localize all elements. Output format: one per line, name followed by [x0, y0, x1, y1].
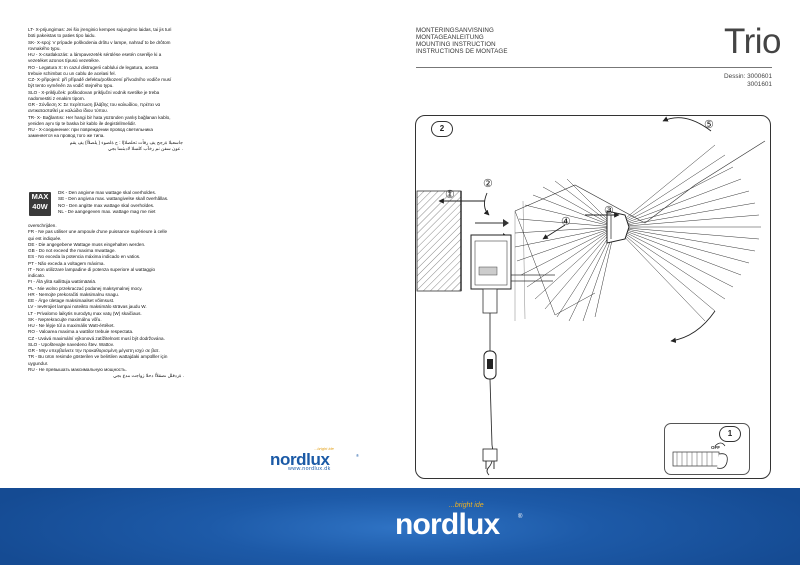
wattage-line: GB - Do not exceed the maxima mwattage. — [28, 248, 116, 253]
wattage-line: DK - Den angivne max wattage skal overho… — [58, 190, 157, 195]
instruction-heading: MOUNTING INSTRUCTION — [416, 41, 496, 48]
design-number-2: 3001601 — [747, 80, 772, 88]
wattage-warnings-top: DK - Den angivne max wattage skal overho… — [58, 190, 184, 215]
switch-detail-icon — [672, 442, 728, 469]
warning-line: TR- X- Bağlantısı: Her hangi bir hata yü… — [28, 114, 171, 120]
warning-line-arabic: . عون سفن نم رخآب كلسلا لادبتسا بجي — [108, 145, 183, 151]
warning-line: SLO - X-priključek: poškodovan priključn… — [28, 89, 160, 95]
mounting-diagram — [416, 116, 766, 476]
warning-line-arabic: جاسعبلا ةرجح يف رقأت تحلصلاإا : ح ةلصوء … — [69, 139, 183, 145]
lamp-shade-icon — [514, 140, 766, 322]
logo-wordmark: nordlux — [395, 508, 500, 541]
wattage-line: PT - Não exceda a voltagem máxima. — [28, 260, 105, 266]
wattage-line: qui est indiquée. — [28, 235, 62, 241]
warning-line: yeniden aynı tip te baska bir kablo ile … — [28, 120, 137, 126]
step-number-2: 2 — [431, 121, 453, 137]
logo-wordmark: nordlux — [270, 450, 330, 469]
arrow-2-icon — [483, 192, 490, 216]
wattage-line: uygundur. — [28, 360, 49, 366]
wattage-line: ES - No exceda la potencia máxima indica… — [28, 254, 141, 260]
wattage-line: RU - Не превышать максимальную мощность. — [28, 366, 127, 372]
callout-4: ④ — [561, 216, 571, 228]
wattage-line: LT - Privalomo laikytis nurodytų max vat… — [28, 310, 142, 316]
instruction-heading: INSTRUCTIONS DE MONTAGE — [416, 48, 508, 55]
logo-tagline: ...bright ide — [314, 446, 334, 451]
wattage-line: indicato. — [28, 273, 46, 278]
warning-line: заменяется на провод того же типа. — [28, 133, 105, 139]
wattage-line: NL - De aangegeven max. wattage mag me n… — [58, 208, 156, 214]
warning-line: SK- X-spoj: V prípade poškodenia drôtu v… — [28, 39, 171, 45]
wattage-line: overschrijden. — [28, 223, 57, 228]
logo-url: www.nordlux.dk — [288, 466, 331, 472]
callout-3: ③ — [604, 205, 614, 217]
plug-icon — [482, 448, 498, 469]
max-wattage-badge: MAX 40W — [29, 192, 51, 216]
warning-line: HU - X-csatlakozás: a lámpavezeték sérül… — [28, 52, 162, 57]
wattage-line: NO - Den angitte max wattage skal overho… — [58, 202, 155, 208]
nordlux-logo-large: ...bright ide nordlux ® — [395, 500, 535, 550]
cable-replacement-warnings: LT- X-prijungimas: Jei šio įrenginio kem… — [28, 27, 183, 152]
wattage-line: SE - Den angivna max. wattangivelse skal… — [58, 196, 169, 202]
warning-line: GR - Σύνδεση X: Σε περίπτωση βλάβης του … — [28, 102, 161, 107]
warning-line: nadomestiti z enakim tipom. — [28, 95, 85, 101]
header-divider — [416, 67, 772, 68]
warning-line: RU - X-соединение: при повреждении прово… — [28, 127, 153, 132]
wattage-line: DE - Die angegebene Wattage muss eingeha… — [28, 241, 146, 247]
warning-line: být tento vyměněn za vodič stejného typu… — [28, 83, 114, 89]
warning-line: vezetéket azonos típusú vezetékre. — [28, 58, 101, 64]
wall-icon — [416, 190, 462, 292]
step-number-1: 1 — [719, 426, 741, 442]
off-label: OFF — [711, 445, 720, 450]
wattage-line: SLO - Upoštevajte navedeno štev. Wattov. — [28, 341, 114, 347]
arrow-4-icon — [542, 224, 566, 240]
callout-1: ① — [445, 189, 455, 201]
registered-mark-icon: ® — [518, 514, 523, 520]
registered-mark-icon: ® — [356, 453, 359, 458]
wattage-line: TR - Bu ürün resimde gösterilen ve belir… — [28, 354, 168, 360]
warning-line: rovnakého typu. — [28, 45, 61, 51]
warning-line: LT- X-prijungimas: Jei šio įrenginio kem… — [28, 27, 172, 32]
wattage-line: LV - Ievērojiet lampai noteikto maksimāl… — [28, 304, 147, 310]
nordlux-logo-small: ...bright ide nordlux ® www.nordlux.dk — [270, 446, 360, 472]
wattage-line: IT - Non utilizzare lampadine di potenza… — [28, 266, 156, 272]
wattage-line-arabic: . ةردقلل ىصقلأا دحلا زواجت مدع بجي — [113, 373, 184, 378]
brand-footer-band — [0, 488, 800, 565]
warning-line: būti pakeistas to paties tipo laidu. — [28, 33, 96, 39]
wattage-line: FR - Ne pas utiliser une ampoule d'une p… — [28, 229, 168, 235]
design-label: Dessin: 3000601 — [724, 73, 772, 80]
wattage-line: HU - Ne lépje túl a maximális Watt-érték… — [28, 323, 115, 328]
wattage-line: CZ - Uvává maximální výkonová zatížiteln… — [28, 335, 165, 341]
max-badge-line2: 40W — [32, 202, 48, 211]
wattage-warnings-bottom: overschrijden. FR - Ne pas utiliser une … — [28, 223, 184, 379]
lamp-cap-icon — [606, 210, 630, 244]
driver-box-icon — [470, 234, 555, 290]
design-numbers: Dessin: 3000601 3001601 — [716, 73, 772, 88]
wattage-line: PL - Nie wolno przekraczać podanej maksy… — [28, 285, 143, 291]
wattage-line: GR - Μην υπερβαίνετε την προκαθορισμένη … — [28, 348, 160, 353]
product-title: Trio — [724, 22, 781, 61]
warning-line: αντικατασταθεί με καλώδιο ίδιου τύπου. — [28, 108, 109, 114]
wattage-line: SK - Neprekracujte maximálnu vôľu. — [28, 316, 102, 322]
wattage-line: HR - Nemojte prekoračiti maksimalnu snag… — [28, 291, 120, 297]
instruction-heading: MONTAGEANLEITUNG — [416, 34, 484, 41]
warning-line: RO - Legatura X: In cazul distrugerii ca… — [28, 64, 159, 70]
instruction-headings: MONTERINGSANVISNING MONTAGEANLEITUNG MOU… — [416, 27, 508, 55]
wattage-line: EE - Ärge ületage maksimaalset võimsust. — [28, 298, 115, 303]
power-cable-icon — [482, 288, 498, 476]
arrow-5-icon — [662, 116, 716, 343]
warning-line: CZ- X-připojení: pří případě defektu/poš… — [28, 77, 172, 82]
callout-2: ② — [483, 178, 493, 190]
instruction-heading: MONTERINGSANVISNING — [416, 27, 494, 34]
inline-switch-icon — [483, 350, 497, 380]
diagram-frame — [415, 115, 771, 479]
wattage-line: RO - Valoarea maxima a wattilor trebuie … — [28, 329, 134, 335]
wattage-line: FI - Älä ylitä sallittuja wattimääriä. — [28, 279, 97, 285]
max-badge-line1: MAX — [31, 192, 49, 201]
logo-tagline: ...bright ide — [449, 502, 484, 509]
warning-line: trebuie schimbat cu un cablu de acelasi … — [28, 70, 116, 76]
callout-5: ⑤ — [704, 119, 714, 131]
